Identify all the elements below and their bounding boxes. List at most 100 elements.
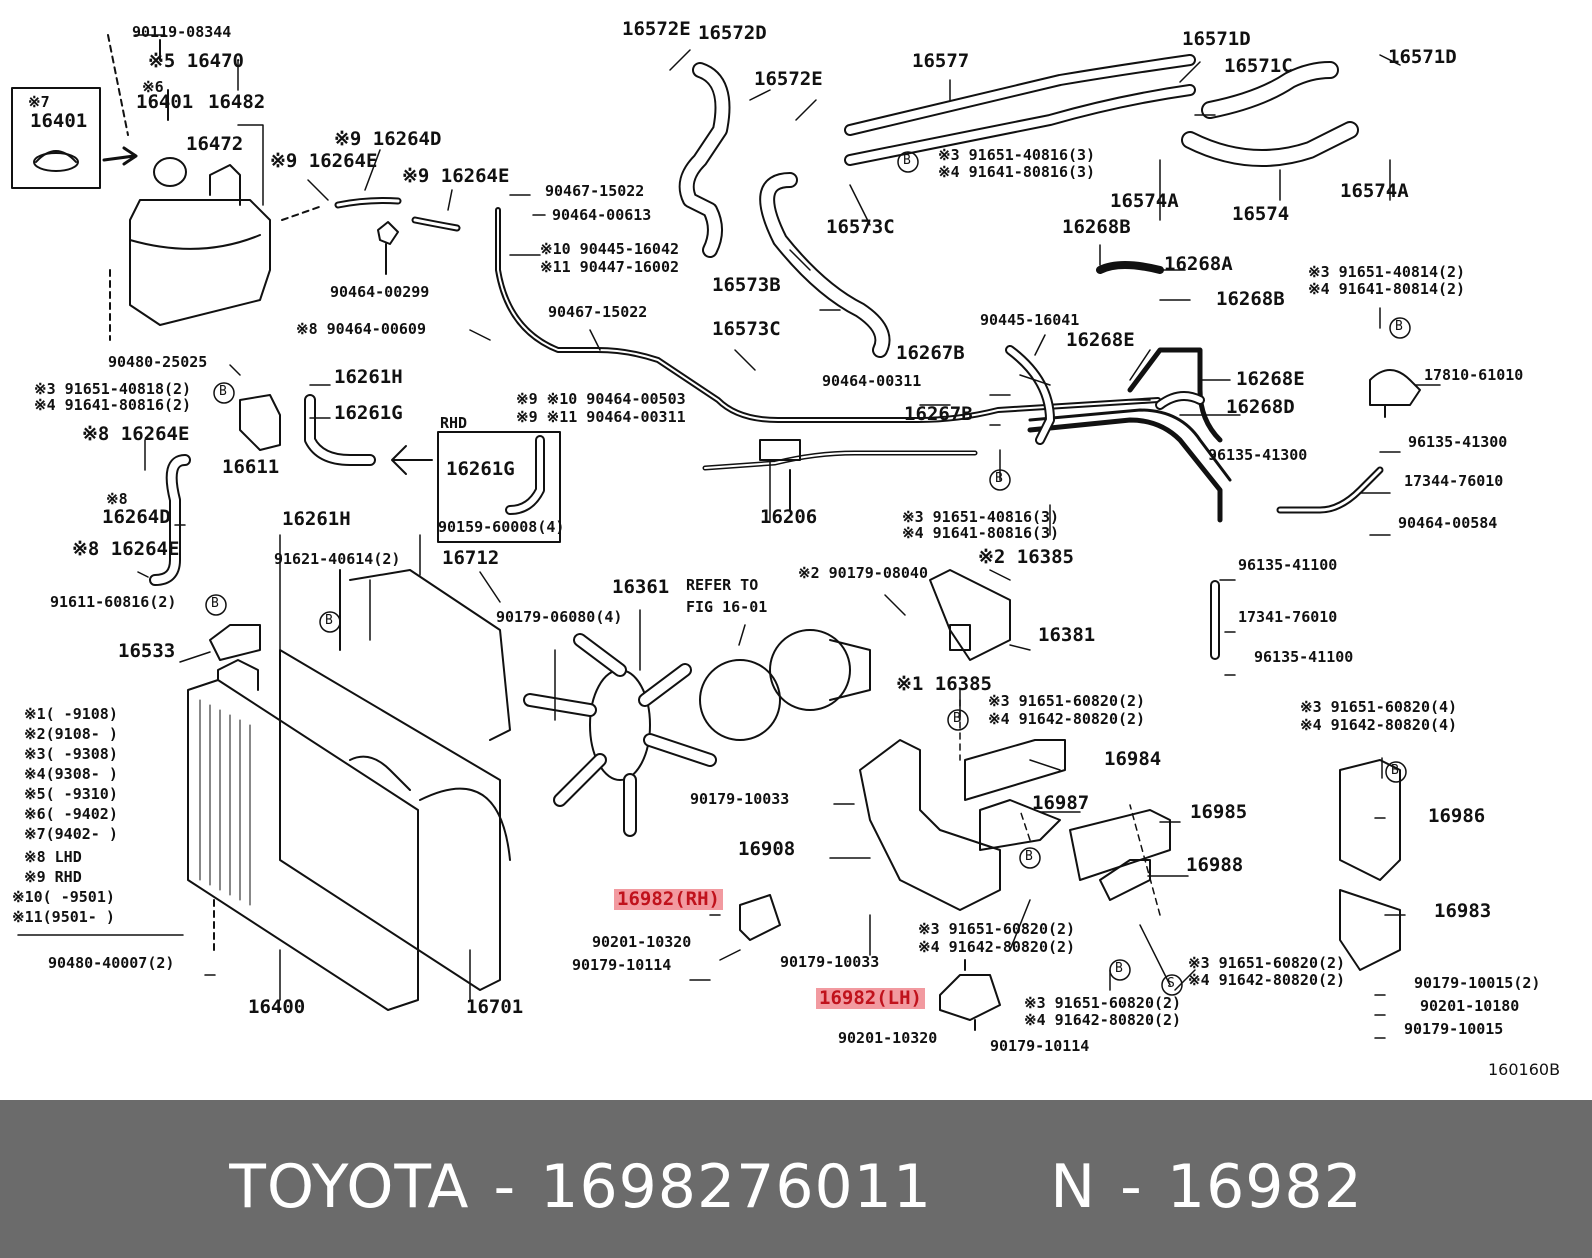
part-callout-label: 90179-10015: [1404, 1020, 1504, 1038]
part-callout-label: 17341-76010: [1238, 608, 1338, 626]
part-callout-label: ※9 16264D: [334, 128, 442, 150]
marker-letter: B: [995, 471, 1003, 486]
part-callout-label: ※5 16470: [148, 50, 244, 72]
part-callout-label: 16712: [442, 547, 500, 569]
part-callout-label: 90467-15022: [545, 182, 645, 200]
part-callout-label: ※1( -9108): [24, 705, 118, 723]
part-callout-label: 16577: [912, 50, 970, 72]
part-callout-label: 16268B: [1062, 216, 1131, 238]
part-callout-label: 16472: [186, 133, 244, 155]
part-callout-label: 90464-00613: [552, 206, 652, 224]
marker-letter: B: [211, 596, 219, 611]
bracket-16611: [239, 394, 281, 451]
part-callout-label: 16267B: [904, 403, 973, 425]
part-callout-label: 90179-06080(4): [496, 608, 623, 626]
part-callout-label: 16261H: [334, 366, 403, 388]
part-callout-label: 16206: [760, 506, 818, 528]
part-callout-label: ※4 91642-80820(2): [918, 938, 1076, 956]
part-callout-label: ※9 16264E: [402, 165, 510, 187]
diagram-line-art: [11, 34, 1441, 1039]
part-callout-label: 90201-10320: [592, 933, 692, 951]
part-callout-label: 16361: [612, 576, 670, 598]
part-callout-label: 16268E: [1236, 368, 1305, 390]
part-callout-label: 16573B: [712, 274, 781, 296]
part-callout-label: 90464-00299: [330, 283, 430, 301]
reservoir-tank: [129, 199, 271, 326]
marker-letter: B: [953, 711, 961, 726]
bracket-16986: [1339, 759, 1401, 881]
part-callout-label: 90179-10114: [990, 1037, 1090, 1055]
part-callout-label: 16261H: [282, 508, 351, 530]
part-callout-label: ※3 91651-60820(2): [918, 920, 1076, 938]
part-callout-label: ※8 LHD: [24, 848, 82, 866]
part-callout-label: RHD: [440, 414, 468, 432]
part-callout-label: ※3 91651-60820(2): [988, 692, 1146, 710]
part-callout-label: ※2 90179-08040: [798, 564, 928, 582]
caption-dash: -: [493, 1152, 517, 1222]
part-callout-label: 16611: [222, 456, 280, 478]
caption-bar: [0, 1100, 1592, 1258]
part-callout-label: ※10( -9501): [12, 888, 115, 906]
part-callout-label: 16983: [1434, 900, 1492, 922]
reservoir-cap: [153, 157, 187, 187]
part-callout-label: 16268A: [1164, 253, 1233, 275]
ref-number: 16982: [1166, 1152, 1363, 1222]
part-callout-label: ※5( -9310): [24, 785, 118, 803]
part-callout-label: ※4 91642-80820(4): [1300, 716, 1458, 734]
part-callout-label: ※9 16264E: [270, 150, 378, 172]
part-callout-label: ※7(9402- ): [24, 825, 118, 843]
part-callout-label: 16988: [1186, 854, 1244, 876]
part-callout-label: ※2 16385: [978, 546, 1074, 568]
part-callout-label: ※9 ※10 90464-00503: [516, 390, 686, 408]
part-callout-label: 16574A: [1110, 190, 1179, 212]
cap-inset-box: [11, 87, 101, 189]
part-callout-label: ※4 91642-80820(2): [1188, 971, 1346, 989]
part-callout-label: ※9 ※11 90464-00311: [516, 408, 686, 426]
rhd-box: [437, 431, 561, 543]
part-callout-label: 16574A: [1340, 180, 1409, 202]
part-callout-label: 16267B: [896, 342, 965, 364]
part-callout-label: 90179-10033: [780, 953, 880, 971]
part-callout-label: 16572E: [622, 18, 691, 40]
part-callout-label: ※4 91641-80816(3): [938, 163, 1096, 181]
part-callout-label: 96135-41100: [1238, 556, 1338, 574]
part-callout-label: 91621-40614(2): [274, 550, 401, 568]
bracket-16985: [1069, 809, 1171, 881]
part-callout-label: 90445-16041: [980, 311, 1080, 329]
part-callout-label: 16401: [136, 91, 194, 113]
part-callout-label: REFER TO: [686, 576, 759, 594]
part-callout-label: 16400: [248, 996, 306, 1018]
part-callout-label: 17810-61010: [1424, 366, 1524, 384]
part-callout-label: 16268B: [1216, 288, 1285, 310]
part-callout-label: ※8 90464-00609: [296, 320, 426, 338]
part-callout-label: 17344-76010: [1404, 472, 1504, 490]
part-callout-label: FIG 16-01: [686, 598, 768, 616]
part-callout-label: ※7: [28, 93, 50, 111]
part-callout-label: 90464-00584: [1398, 514, 1498, 532]
part-callout-label: 90179-10033: [690, 790, 790, 808]
part-callout-label: 16401: [30, 110, 88, 132]
part-callout-label: 16986: [1428, 805, 1486, 827]
part-callout-label: ※4 91641-80816(3): [902, 524, 1060, 542]
part-callout-label: 16984: [1104, 748, 1162, 770]
part-callout-label: ※4(9308- ): [24, 765, 118, 783]
part-callout-label: ※4 91641-80814(2): [1308, 280, 1466, 298]
part-callout-label: ※10 90445-16042: [540, 240, 679, 258]
part-callout-label: ※3( -9308): [24, 745, 118, 763]
part-callout-label: ※3 91651-40814(2): [1308, 263, 1466, 281]
caption-text: TOYOTA - 1698276011 N - 16982: [0, 1152, 1592, 1222]
part-callout-label: 96135-41300: [1208, 446, 1308, 464]
marker-letter: B: [1395, 319, 1403, 334]
part-callout-label: ※2(9108- ): [24, 725, 118, 743]
ref-prefix: N: [1050, 1152, 1097, 1222]
part-callout-label: ※3 91651-60820(4): [1300, 698, 1458, 716]
part-callout-label: ※3 91651-60820(2): [1024, 994, 1182, 1012]
part-callout-label: 16572E: [754, 68, 823, 90]
part-callout-label: ※1 16385: [896, 673, 992, 695]
part-callout-label: 16571C: [1224, 55, 1293, 77]
part-callout-label: ※3 91651-40816(3): [938, 146, 1096, 164]
part-callout-label: 16264D: [102, 506, 171, 528]
part-callout-label: ※8 16264E: [82, 423, 190, 445]
part-callout-label: 91611-60816(2): [50, 593, 177, 611]
part-callout-label: 90480-25025: [108, 353, 208, 371]
